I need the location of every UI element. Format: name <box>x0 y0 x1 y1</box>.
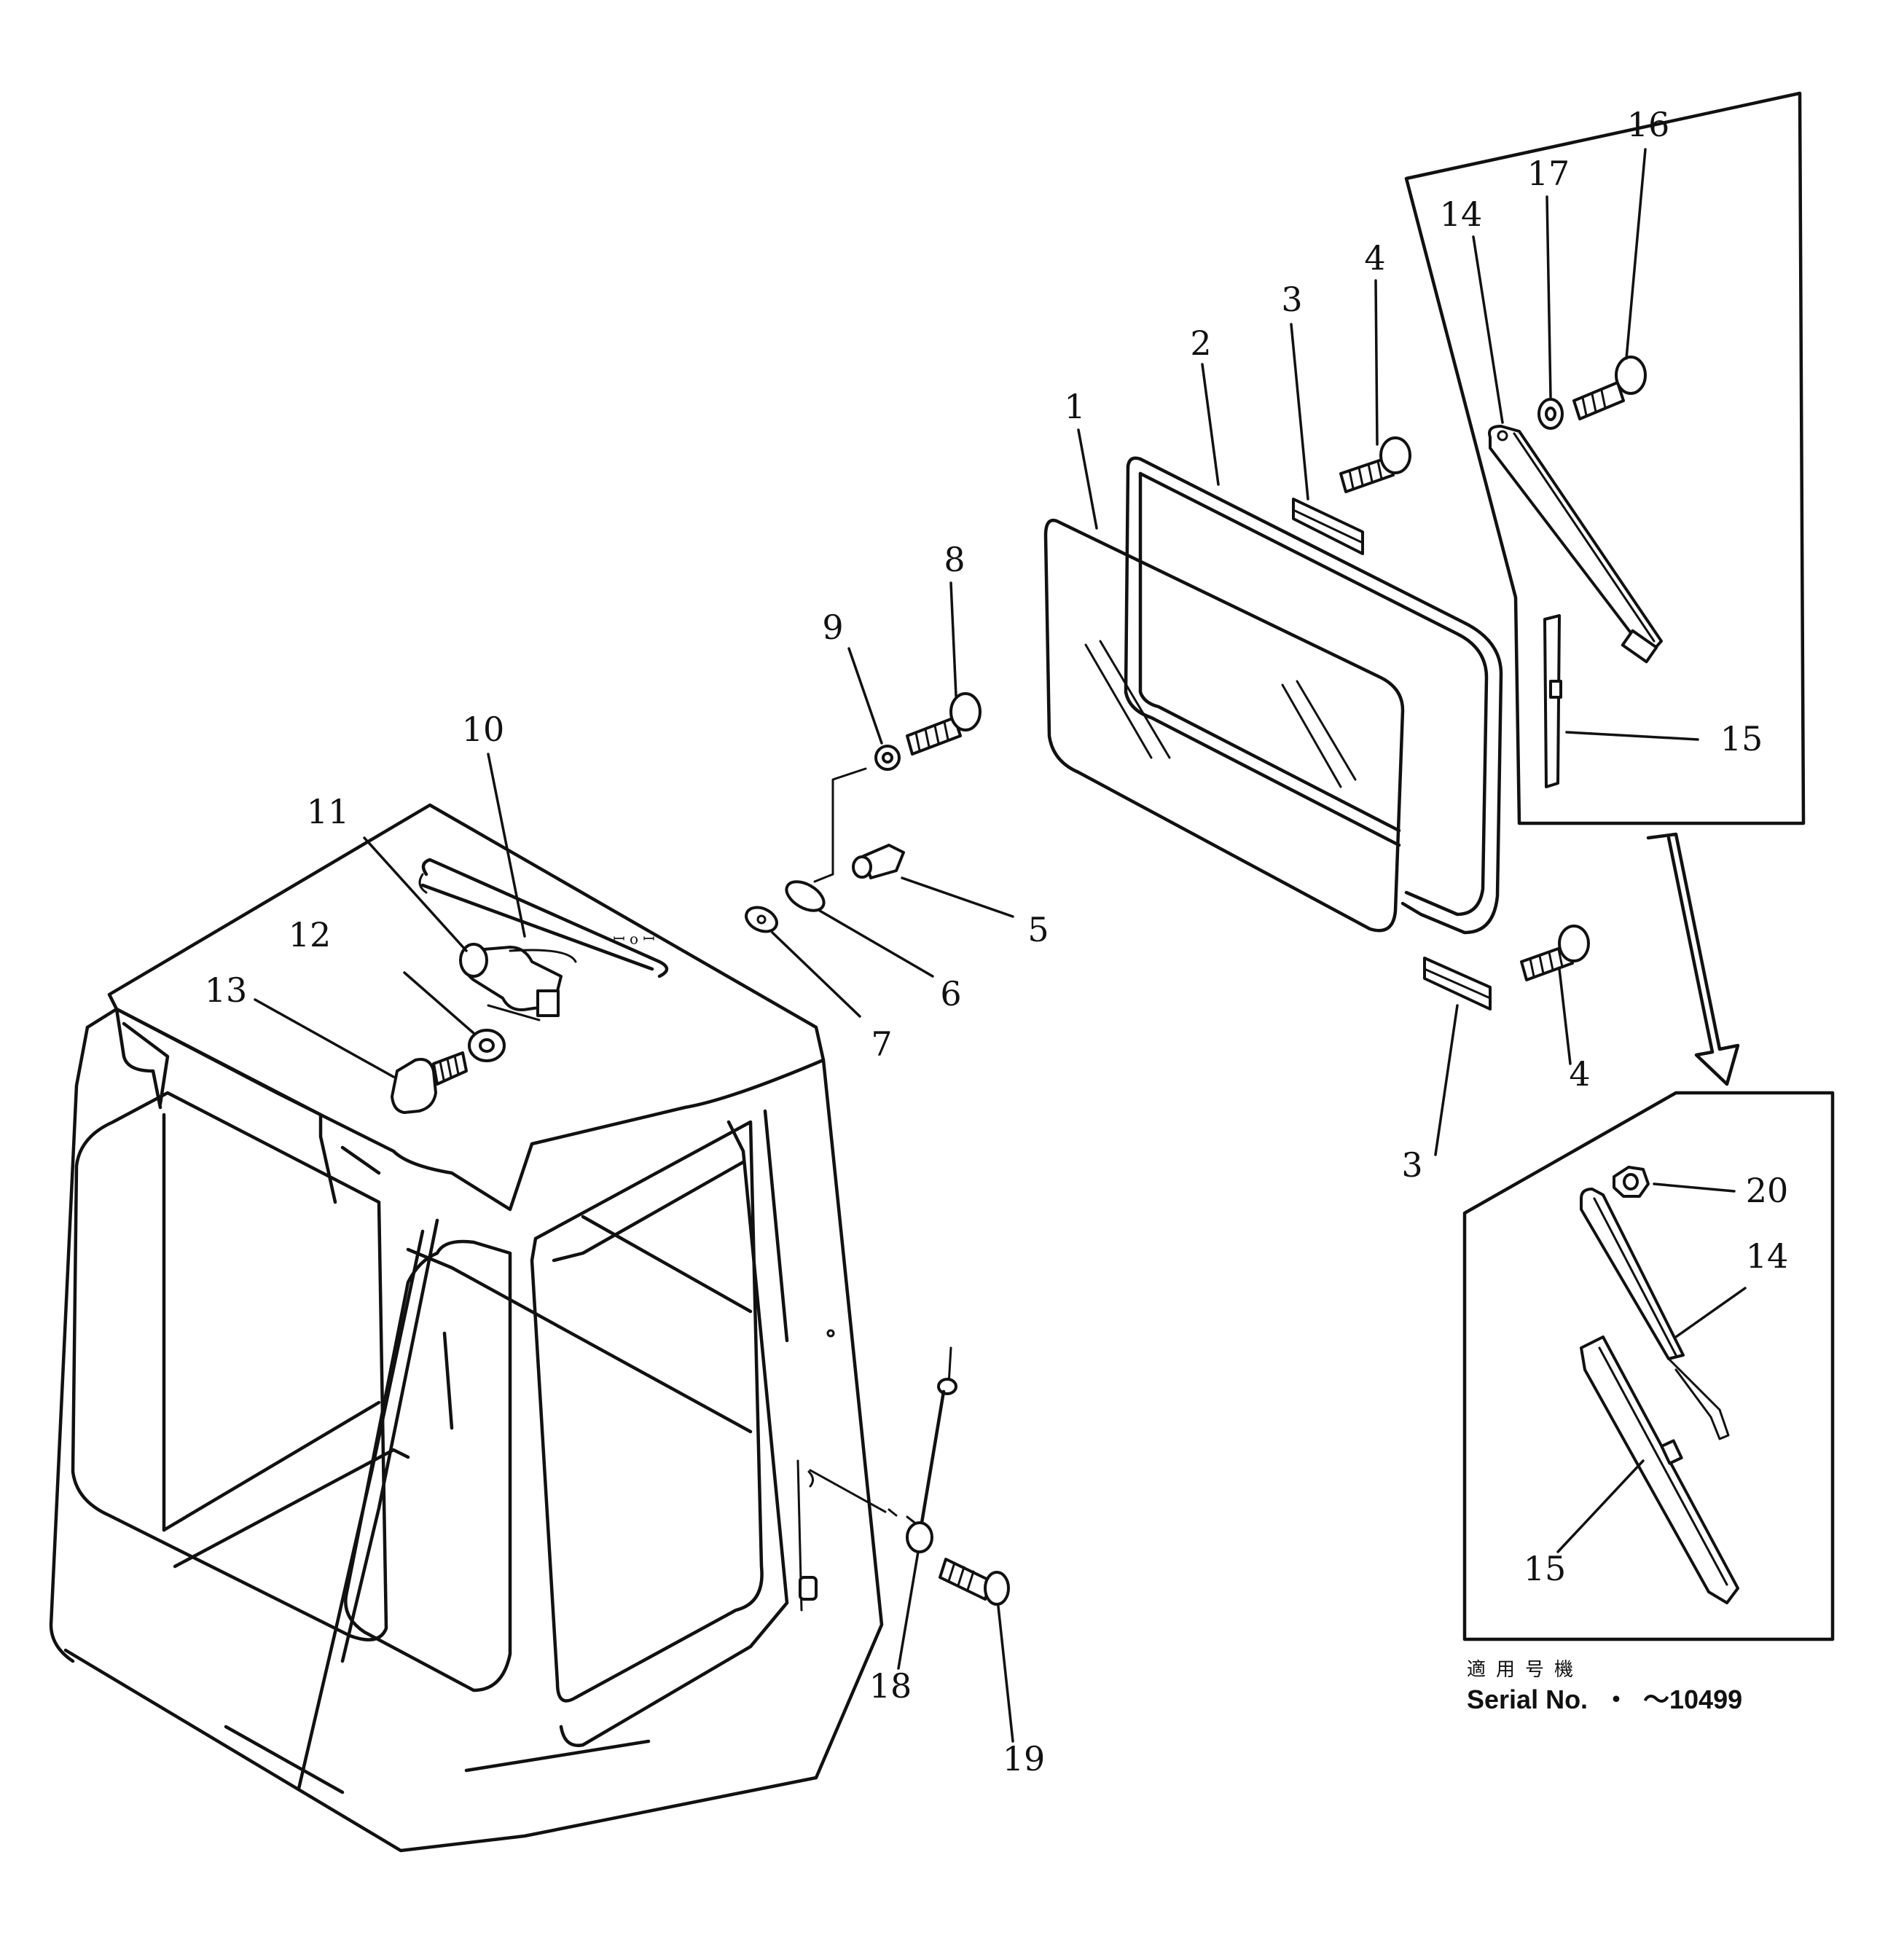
serial-range: ～10499 <box>1643 1684 1742 1714</box>
part-label: 18 <box>869 1666 912 1706</box>
clip-3-top <box>1292 498 1364 555</box>
bolt-19 <box>939 1558 1010 1606</box>
wiper-blade-15 <box>1543 614 1562 788</box>
wiper-motor <box>459 943 577 1021</box>
cable-18 <box>809 1346 957 1553</box>
washer-9 <box>874 745 901 771</box>
part-label: 5 <box>1027 910 1049 949</box>
part-label: 14 <box>1746 1236 1789 1276</box>
nozzle-5 <box>852 844 905 879</box>
gasket-6 <box>785 880 826 912</box>
inset-lower <box>1462 1091 1835 1641</box>
part-label: 13 <box>205 970 248 1010</box>
part-label: 1 <box>1064 387 1085 426</box>
part-label: 19 <box>1003 1739 1046 1778</box>
nut-20 <box>1613 1166 1650 1198</box>
part-label: 10 <box>462 710 505 749</box>
leader-lines <box>254 148 1747 1743</box>
part-label: 15 <box>1524 1549 1567 1588</box>
part-label: 3 <box>1281 280 1302 319</box>
part-label: 2 <box>1190 323 1211 363</box>
bolt-4-bottom <box>1520 925 1590 981</box>
svg-text:ꟷ o ꟷ: ꟷ o ꟷ <box>613 930 654 948</box>
serial-label: Serial No. <box>1467 1684 1588 1714</box>
wiper-arm-14-lower <box>1580 1188 1730 1440</box>
part-label: 6 <box>940 974 961 1013</box>
direction-arrow <box>1646 832 1740 1086</box>
part-label: 12 <box>289 915 332 954</box>
part-label: 14 <box>1440 195 1483 234</box>
cab-body <box>49 803 884 1853</box>
serial-japanese: 適用号機 <box>1467 1659 1583 1681</box>
part-label: 11 <box>307 792 350 831</box>
part-label: 16 <box>1627 105 1670 144</box>
washer-9-guide <box>813 767 867 883</box>
part-label: 20 <box>1746 1171 1789 1210</box>
clip-3-bottom <box>1423 957 1492 1011</box>
wiper-blade-15-lower <box>1580 1335 1739 1604</box>
inset-upper <box>1404 91 1806 825</box>
serial-bullet: ・ <box>1603 1684 1629 1714</box>
part-label: 17 <box>1527 154 1570 193</box>
part-label: 9 <box>822 608 843 647</box>
wiper-arm-14 <box>1488 425 1663 664</box>
part-number-labels: 1 2 3 4 3 4 5 6 7 8 9 10 11 12 13 14 15 … <box>205 105 1789 1778</box>
bolt-12 <box>391 1051 468 1114</box>
washer-17 <box>1537 398 1564 430</box>
part-label: 3 <box>1401 1145 1422 1185</box>
washer-13 <box>468 1029 506 1062</box>
part-label: 4 <box>1364 238 1385 278</box>
bolt-4-top <box>1339 436 1411 493</box>
part-label: 7 <box>871 1024 892 1064</box>
bolt-16 <box>1572 356 1647 420</box>
part-label: 8 <box>944 540 965 579</box>
window-glass-1 <box>1043 518 1405 933</box>
bolt-8 <box>906 692 982 756</box>
wiper-link: ꟷ o ꟷ <box>418 858 669 978</box>
part-label: 15 <box>1720 719 1763 758</box>
window-frame-2 <box>1124 456 1503 935</box>
part-label: 4 <box>1569 1054 1590 1094</box>
serial-note: 適用号機 Serial No. ・ ～10499 <box>1467 1659 1742 1714</box>
gasket-7 <box>745 906 778 933</box>
